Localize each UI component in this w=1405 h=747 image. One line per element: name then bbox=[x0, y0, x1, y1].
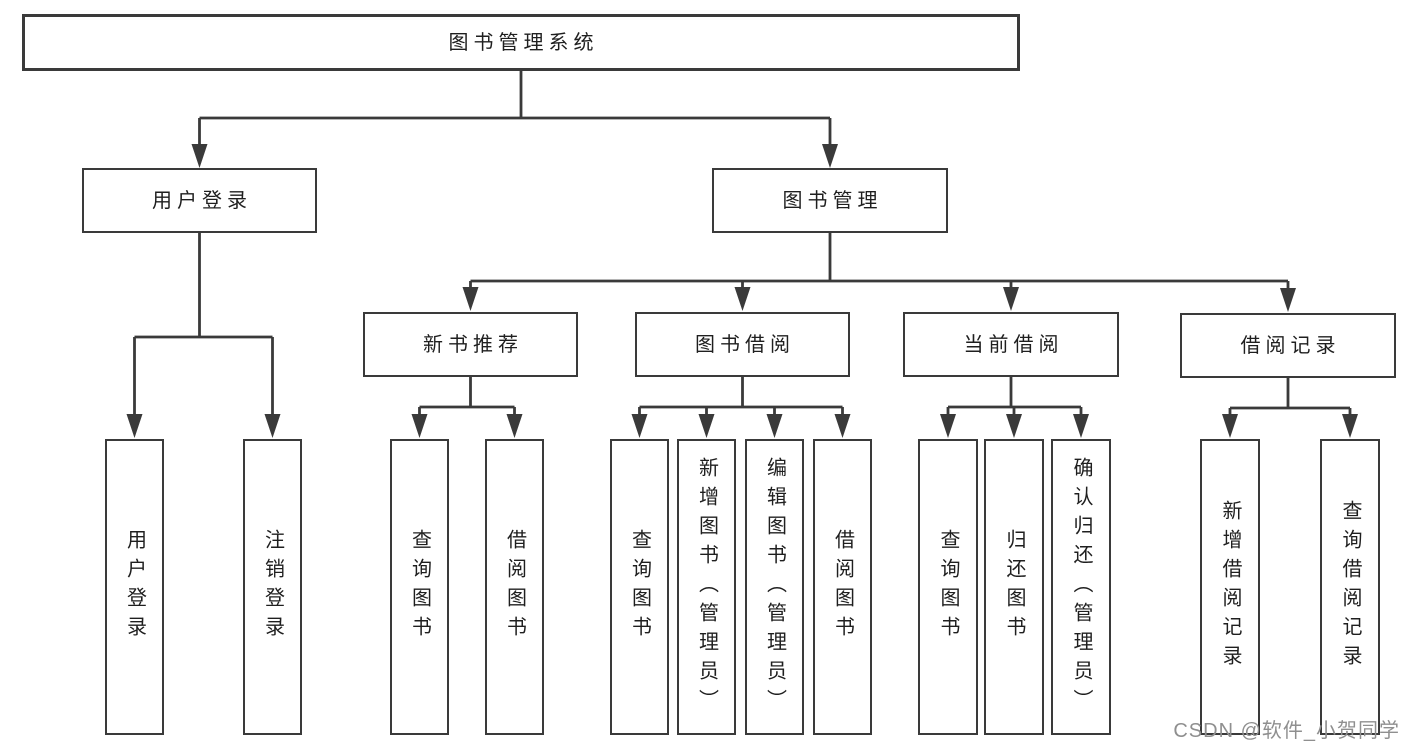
node-label: 查询图书 bbox=[408, 529, 431, 645]
node-label: 图书借阅 bbox=[695, 333, 795, 356]
leaf-edit-books-admin: 编辑图书（管理员） bbox=[745, 439, 804, 735]
node-book-borrow: 图书借阅 bbox=[635, 312, 850, 377]
node-label: 图书管理 bbox=[782, 189, 883, 212]
node-borrow-records: 借阅记录 bbox=[1180, 313, 1396, 378]
leaf-query-books-recommend: 查询图书 bbox=[390, 439, 449, 735]
node-label: 注销登录 bbox=[261, 529, 284, 645]
leaf-query-borrow-record: 查询借阅记录 bbox=[1320, 439, 1380, 735]
leaf-borrow-books: 借阅图书 bbox=[813, 439, 872, 735]
node-user-login: 用户登录 bbox=[82, 168, 317, 233]
node-label: 当前借阅 bbox=[963, 333, 1064, 356]
leaf-add-books-admin: 新增图书（管理员） bbox=[677, 439, 736, 735]
node-label: 查询借阅记录 bbox=[1339, 500, 1361, 674]
node-label: 借阅图书 bbox=[831, 529, 854, 645]
leaf-borrow-books-recommend: 借阅图书 bbox=[485, 439, 544, 735]
node-label: 新增图书（管理员） bbox=[695, 456, 718, 718]
node-label: 新增借阅记录 bbox=[1219, 500, 1241, 674]
node-label: 用户登录 bbox=[152, 189, 252, 212]
node-label: 借阅图书 bbox=[503, 529, 526, 645]
leaf-logout: 注销登录 bbox=[243, 439, 302, 735]
node-label: 图书管理系统 bbox=[448, 31, 599, 54]
leaf-query-books-borrow: 查询图书 bbox=[610, 439, 669, 735]
leaf-confirm-return-admin: 确认归还（管理员） bbox=[1051, 439, 1111, 735]
node-new-book-recommend: 新书推荐 bbox=[363, 312, 578, 377]
leaf-query-books-current: 查询图书 bbox=[918, 439, 978, 735]
node-label: 确认归还（管理员） bbox=[1070, 456, 1092, 718]
node-label: 查询图书 bbox=[937, 529, 959, 645]
node-current-borrow: 当前借阅 bbox=[903, 312, 1119, 377]
node-label: 编辑图书（管理员） bbox=[763, 456, 786, 718]
leaf-add-borrow-record: 新增借阅记录 bbox=[1200, 439, 1260, 735]
node-label: 借阅记录 bbox=[1240, 334, 1341, 357]
leaf-user-login: 用户登录 bbox=[105, 439, 164, 735]
node-root-book-management-system: 图书管理系统 bbox=[22, 14, 1020, 71]
node-label: 新书推荐 bbox=[423, 333, 523, 356]
arrowheads bbox=[126, 144, 1358, 438]
csdn-watermark: CSDN @软件_小贺同学 bbox=[1173, 720, 1400, 742]
node-label: 归还图书 bbox=[1003, 529, 1025, 645]
node-book-management: 图书管理 bbox=[712, 168, 948, 233]
node-label: 查询图书 bbox=[628, 529, 651, 645]
node-label: 用户登录 bbox=[123, 529, 146, 645]
leaf-return-books: 归还图书 bbox=[984, 439, 1044, 735]
